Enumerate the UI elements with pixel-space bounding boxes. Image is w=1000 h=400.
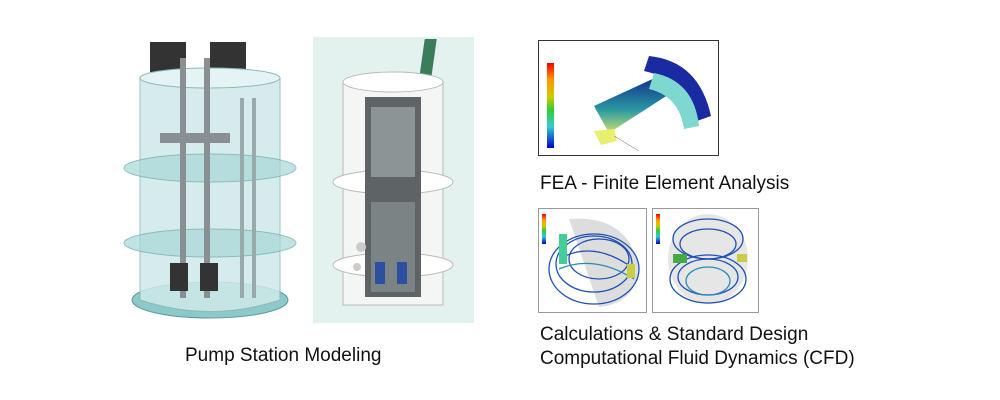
calculations-caption: Calculations & Standard Design <box>540 324 809 345</box>
fea-caption: FEA - Finite Element Analysis <box>540 173 790 194</box>
pump-station-render <box>120 38 300 328</box>
cfd-caption: Computational Fluid Dynamics (CFD) <box>540 348 855 369</box>
cfd-result-image-1 <box>538 208 647 313</box>
pump-station-cutaway-render <box>313 37 474 323</box>
cfd-result-image-2 <box>652 208 759 313</box>
pump-station-caption: Pump Station Modeling <box>185 345 382 366</box>
fea-result-image <box>538 40 719 156</box>
